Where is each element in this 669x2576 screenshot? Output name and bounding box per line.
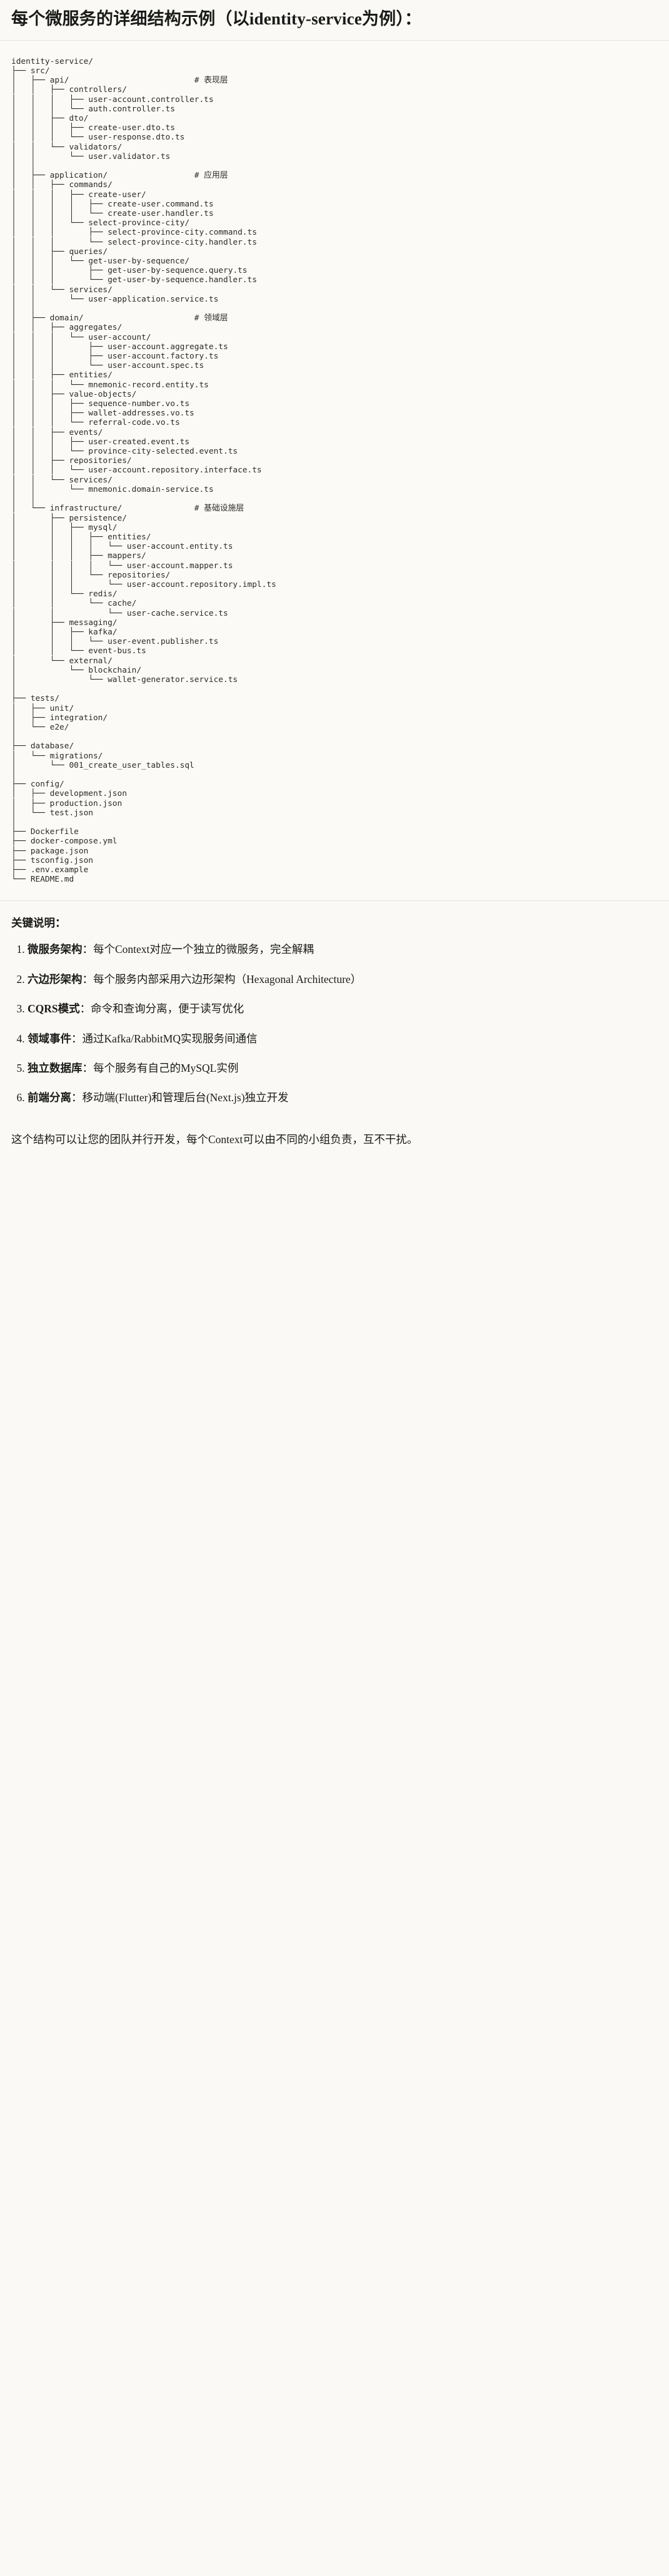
note-term: 六边形架构 — [28, 972, 83, 985]
note-description: 通过Kafka/RabbitMQ实现服务间通信 — [82, 1032, 258, 1045]
note-separator: ： — [82, 1061, 94, 1074]
note-term: 领域事件 — [28, 1032, 71, 1045]
note-description: 每个服务内部采用六边形架构（Hexagonal Architecture） — [93, 972, 362, 985]
note-separator: ： — [71, 1032, 83, 1045]
document-page: 每个微服务的详细结构示例（以identity-service为例）： ident… — [0, 0, 669, 1156]
directory-tree: identity-service/ ├── src/ │ ├── api/ # … — [11, 56, 276, 885]
note-term: 前端分离 — [28, 1091, 71, 1104]
note-term: CQRS模式 — [28, 1002, 80, 1016]
key-notes-heading: 关键说明： — [11, 917, 66, 930]
note-separator: ： — [82, 972, 94, 985]
note-term: 微服务架构 — [28, 943, 83, 956]
list-item: 独立数据库：每个服务有自己的MySQL实例 — [28, 1061, 658, 1076]
note-description: 移动端(Flutter)和管理后台(Next.js)独立开发 — [82, 1091, 289, 1104]
list-item: CQRS模式：命令和查询分离，便于读写优化 — [28, 1001, 658, 1017]
key-notes-section: 关键说明： 微服务架构：每个Context对应一个独立的微服务，完全解耦 六边形… — [0, 901, 669, 1124]
note-separator: ： — [82, 943, 94, 956]
note-term: 独立数据库 — [28, 1061, 83, 1074]
page-title: 每个微服务的详细结构示例（以identity-service为例）： — [11, 9, 422, 28]
note-separator: ： — [71, 1091, 83, 1104]
list-item: 微服务架构：每个Context对应一个独立的微服务，完全解耦 — [28, 942, 658, 957]
list-item: 前端分离：移动端(Flutter)和管理后台(Next.js)独立开发 — [28, 1090, 658, 1106]
directory-tree-block: identity-service/ ├── src/ │ ├── api/ # … — [0, 39, 669, 902]
closing-paragraph: 这个结构可以让您的团队并行开发，每个Context可以由不同的小组负责，互不干扰… — [11, 1133, 418, 1146]
key-notes-list: 微服务架构：每个Context对应一个独立的微服务，完全解耦 六边形架构：每个服… — [11, 942, 658, 1106]
note-description: 命令和查询分离，便于读写优化 — [91, 1002, 244, 1016]
list-item: 领域事件：通过Kafka/RabbitMQ实现服务间通信 — [28, 1031, 658, 1047]
note-description: 每个Context对应一个独立的微服务，完全解耦 — [93, 943, 314, 956]
list-item: 六边形架构：每个服务内部采用六边形架构（Hexagonal Architectu… — [28, 972, 658, 987]
note-description: 每个服务有自己的MySQL实例 — [93, 1061, 239, 1074]
note-separator: ： — [79, 1002, 91, 1016]
